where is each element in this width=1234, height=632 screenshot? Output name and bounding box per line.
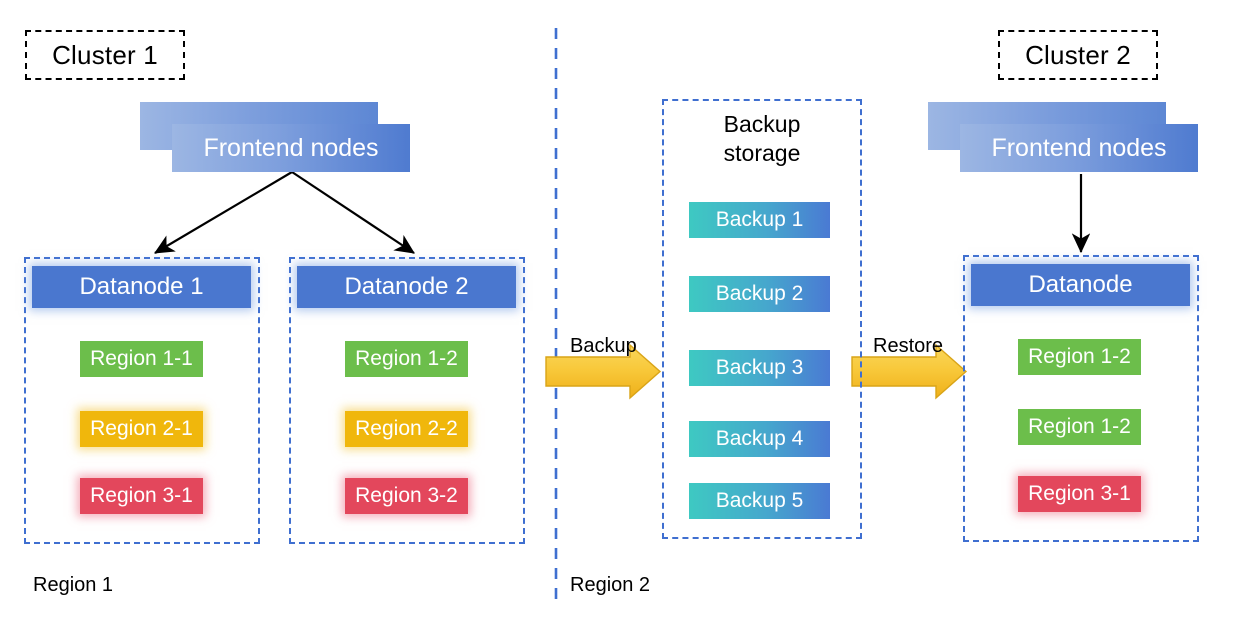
backup-item-label: Backup 4 [715, 427, 804, 450]
datanode-1-header[interactable]: Datanode 1 [32, 266, 251, 308]
backup-item-label: Backup 5 [715, 489, 804, 512]
region-pill-2-2[interactable]: Region 2-2 [345, 411, 468, 447]
region-pill-3-1[interactable]: Region 3-1 [80, 478, 203, 514]
arrow-frontend-to-datanode-1 [154, 171, 293, 254]
region-1-tag-text: Region 1 [33, 574, 114, 596]
region-pill-3-2[interactable]: Region 3-2 [345, 478, 468, 514]
region-1-tag: Region 1 [33, 574, 113, 597]
region-pill-label: Region 3-1 [90, 484, 193, 507]
restore-arrow-label: Restore [873, 335, 943, 358]
datanode-1-header-label: Datanode 1 [79, 273, 204, 300]
frontend-nodes-cluster1[interactable]: Frontend nodes [140, 102, 412, 174]
datanode-2-header-label: Datanode 2 [344, 273, 469, 300]
region-pill-label: Region 3-2 [355, 484, 458, 507]
backup-item-1[interactable]: Backup 1 [689, 202, 830, 238]
region-pill-label: Region 1-2 [355, 347, 458, 370]
region-pill-c2-3[interactable]: Region 3-1 [1018, 476, 1141, 512]
cluster-2-label: Cluster 2 [1025, 39, 1131, 70]
backup-item-label: Backup 1 [715, 208, 804, 231]
restore-arrow-label-text: Restore [873, 335, 944, 357]
datanode-2-container [289, 257, 525, 544]
backup-item-4[interactable]: Backup 4 [689, 421, 830, 457]
backup-item-label: Backup 2 [715, 282, 804, 305]
frontend-plate-front: Frontend nodes [960, 124, 1198, 172]
region-pill-label: Region 3-1 [1028, 482, 1131, 505]
frontend-nodes-label: Frontend nodes [991, 133, 1167, 162]
cluster-1-title-chip: Cluster 1 [25, 30, 185, 80]
datanode-cluster2-container [963, 255, 1199, 542]
region-pill-label: Region 2-2 [355, 417, 458, 440]
datanode-2-header[interactable]: Datanode 2 [297, 266, 516, 308]
datanode-cluster2-header[interactable]: Datanode [971, 264, 1190, 306]
region-pill-c2-1[interactable]: Region 1-2 [1018, 339, 1141, 375]
datanode-1-container [24, 257, 260, 544]
region-2-tag-text: Region 2 [570, 574, 651, 596]
backup-storage-title-line1: Backup [723, 111, 801, 137]
backup-arrow-label-text: Backup [570, 335, 637, 357]
cluster-1-label: Cluster 1 [52, 39, 158, 70]
backup-storage-title: Backup storage [662, 110, 862, 169]
frontend-nodes-label: Frontend nodes [203, 133, 379, 162]
backup-storage-title-line2: storage [723, 140, 801, 167]
region-pill-c2-2[interactable]: Region 1-2 [1018, 409, 1141, 445]
datanode-cluster2-header-label: Datanode [1028, 271, 1133, 298]
region-pill-label: Region 1-1 [90, 347, 193, 370]
cluster-2-title-chip: Cluster 2 [998, 30, 1158, 80]
region-pill-1-1[interactable]: Region 1-1 [80, 341, 203, 377]
region-2-tag: Region 2 [570, 574, 650, 597]
backup-item-2[interactable]: Backup 2 [689, 276, 830, 312]
region-pill-label: Region 1-2 [1028, 345, 1131, 368]
region-pill-2-1[interactable]: Region 2-1 [80, 411, 203, 447]
backup-item-label: Backup 3 [715, 356, 804, 379]
backup-storage-container [662, 99, 862, 539]
region-pill-label: Region 1-2 [1028, 415, 1131, 438]
frontend-plate-front: Frontend nodes [172, 124, 410, 172]
backup-item-3[interactable]: Backup 3 [689, 350, 830, 386]
region-pill-label: Region 2-1 [90, 417, 193, 440]
backup-arrow-label: Backup [570, 335, 637, 358]
frontend-nodes-cluster2[interactable]: Frontend nodes [928, 102, 1200, 174]
arrow-frontend-to-datanode-2 [291, 171, 415, 254]
region-pill-1-2[interactable]: Region 1-2 [345, 341, 468, 377]
backup-item-5[interactable]: Backup 5 [689, 483, 830, 519]
